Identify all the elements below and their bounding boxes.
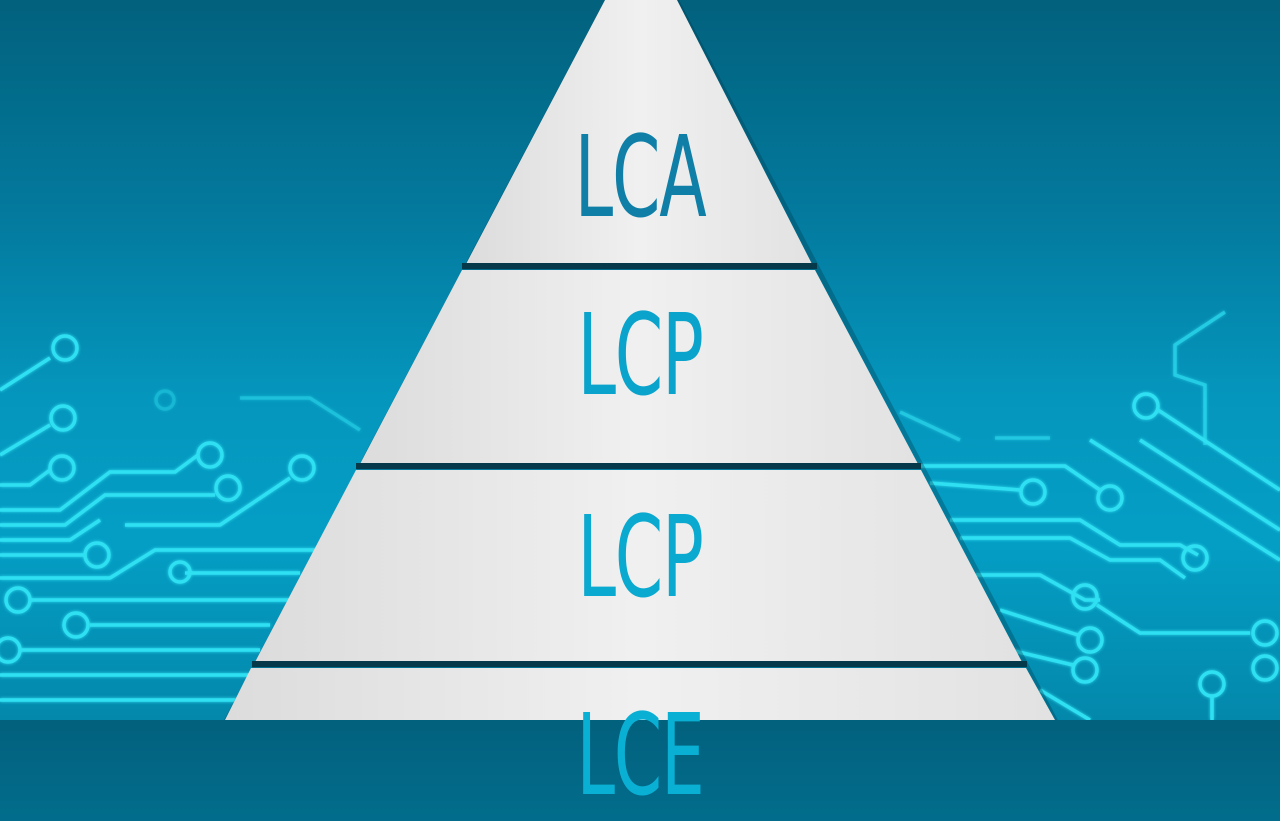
pyramid <box>224 0 1058 720</box>
circuit-background <box>0 0 1280 720</box>
tier-1-shape <box>466 0 812 264</box>
tier-3-shape <box>255 470 1022 662</box>
tier-1-label: LCA <box>574 113 707 243</box>
tier-4-shape <box>225 668 1055 720</box>
divider-3 <box>252 661 1027 667</box>
tier-2-label: LCP <box>577 291 704 421</box>
divider-2 <box>356 463 921 469</box>
tier-2-shape <box>360 270 918 464</box>
divider-1 <box>462 263 817 269</box>
tier-4-label: LCE <box>576 691 705 821</box>
circuit-traces <box>0 310 1280 720</box>
tier-3-label: LCP <box>577 493 704 623</box>
